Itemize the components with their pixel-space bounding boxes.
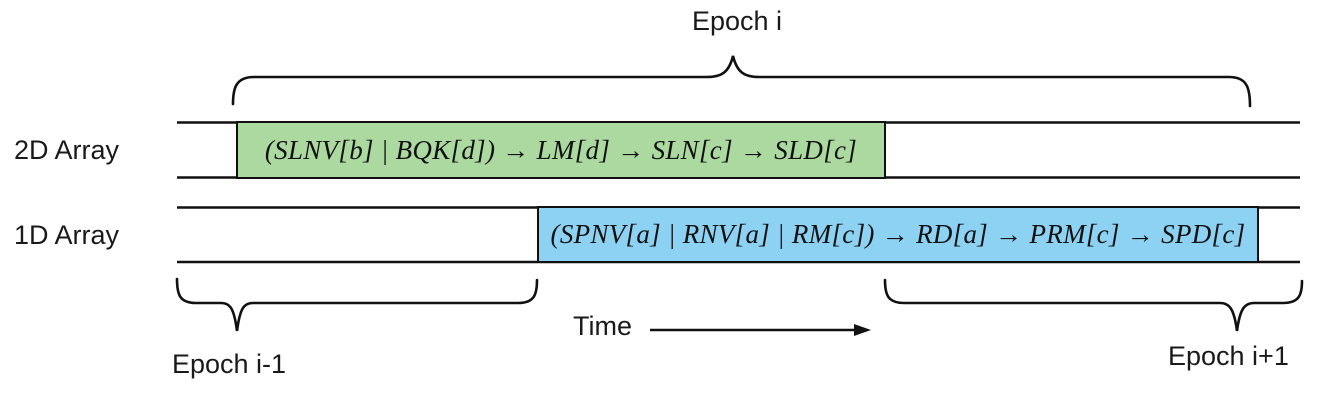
row-label-1d-array: 1D Array xyxy=(14,220,120,250)
epoch-previous-label: Epoch i-1 xyxy=(172,349,287,379)
row-label-2d-array: 2D Array xyxy=(14,135,120,165)
epoch-next-label: Epoch i+1 xyxy=(1168,341,1289,371)
epoch-current-label: Epoch i xyxy=(691,6,783,36)
task-box-1d: (SPNV[a] | RNV[a] | RM[c]) → RD[a] → PRM… xyxy=(537,206,1259,263)
time-axis-label: Time xyxy=(573,311,632,341)
task-text-2d: (SLNV[b] | BQK[d]) → LM[d] → SLN[c] → SL… xyxy=(264,134,858,165)
epoch-current-brace xyxy=(231,55,1252,108)
time-arrow-head-icon xyxy=(854,324,871,336)
task-text-1d: (SPNV[a] | RNV[a] | RM[c]) → RD[a] → PRM… xyxy=(550,219,1246,249)
epoch-previous-brace xyxy=(175,277,539,332)
task-box-2d: (SLNV[b] | BQK[d]) → LM[d] → SLN[c] → SL… xyxy=(236,121,886,179)
epoch-next-brace xyxy=(883,278,1304,332)
